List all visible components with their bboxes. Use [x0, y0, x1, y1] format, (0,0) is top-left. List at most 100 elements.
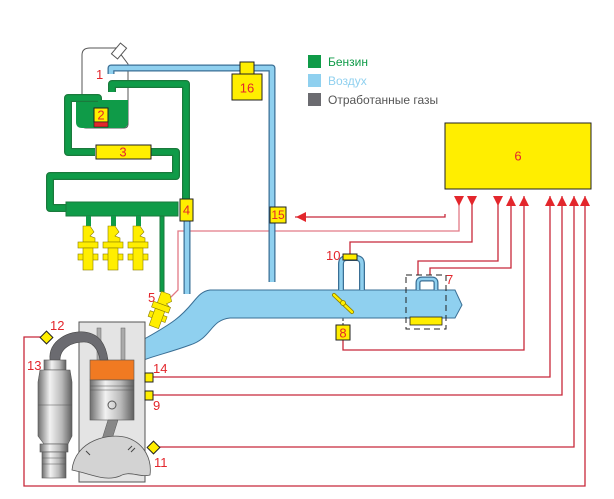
legend-label-fuel: Бензин	[328, 55, 368, 69]
label-5: 5	[148, 290, 155, 305]
sensor-12-body	[39, 330, 54, 345]
sensor-7-frame	[405, 274, 447, 330]
injector-1-body	[82, 247, 94, 271]
idle-valve-10: 10	[326, 248, 358, 263]
injector-2-ring1	[102, 241, 124, 249]
arrow-down-3	[493, 196, 503, 206]
label-1: 1	[96, 67, 103, 82]
pump-base	[93, 121, 109, 128]
label-10: 10	[326, 248, 340, 263]
cat-neck	[43, 359, 67, 371]
arrow-to-15	[296, 212, 306, 222]
fuel-pump-2: 2	[93, 107, 109, 128]
arrow-up-6	[580, 196, 590, 206]
sensor-11: 11	[146, 440, 168, 470]
arrow-down-1	[454, 196, 464, 206]
rail-stub-2	[111, 216, 116, 226]
fuel-return-line	[109, 81, 189, 200]
engine	[71, 321, 151, 483]
canister-16-top	[239, 61, 255, 75]
injector-3-ring1	[127, 241, 149, 249]
valve-15: 15	[269, 206, 287, 224]
idle-valve-body	[342, 253, 358, 261]
ecu-6: 6	[444, 122, 592, 190]
label-11: 11	[154, 455, 168, 470]
label-2: 2	[97, 108, 104, 123]
injector-3	[127, 225, 149, 271]
wire-ecu-to-15	[295, 214, 446, 218]
exhaust-manifold	[49, 331, 109, 361]
legend-item-fuel: Бензин	[308, 55, 368, 69]
legend: Бензин Воздух Отработанные газы	[308, 55, 438, 107]
legend-swatch-air	[308, 74, 321, 87]
throttle-pivot	[340, 300, 346, 306]
arrow-up-1	[506, 196, 516, 206]
tank-cap	[110, 42, 128, 60]
injector-2-top	[107, 225, 121, 243]
rail-body	[65, 201, 179, 217]
pressure-regulator-4: 4	[179, 198, 194, 222]
crankcase-mark-1	[85, 450, 91, 456]
sensor-9-body	[144, 390, 154, 401]
sensor-12: 12	[39, 318, 64, 345]
wire-8-to-ecu	[342, 196, 525, 351]
sensor-7: 7	[405, 272, 453, 330]
injector-5: 5	[147, 290, 172, 330]
sensor-14: 14	[144, 361, 167, 383]
canister-16-body	[231, 73, 263, 101]
throttle-sensor-8: 8	[335, 324, 351, 341]
wire-9-to-ecu	[152, 196, 563, 396]
label-6: 6	[514, 149, 521, 164]
label-14: 14	[153, 361, 167, 376]
crankcase-mark-3	[130, 447, 136, 453]
throttle-sensor-box	[335, 324, 351, 341]
injector-3-body	[132, 247, 144, 271]
sensor-11-body	[146, 440, 161, 455]
wire-ecu-to-10	[349, 196, 473, 256]
ecu-arrows	[454, 196, 590, 206]
label-3: 3	[119, 145, 126, 160]
label-8: 8	[339, 326, 346, 341]
maf-loop	[416, 277, 438, 290]
fuel-line-filter-to-rail-outer	[46, 148, 180, 212]
piston-pin	[107, 400, 117, 410]
legend-label-air: Воздух	[328, 74, 367, 88]
wire-12-to-ecu	[23, 196, 586, 487]
arrow-up-5	[569, 196, 579, 206]
injectors	[77, 225, 149, 271]
injector-2	[102, 225, 124, 271]
label-9: 9	[153, 398, 160, 413]
ecu-box	[444, 122, 592, 190]
regulator-box	[179, 198, 194, 222]
rail-stub-1	[86, 216, 91, 226]
label-15: 15	[271, 208, 285, 222]
exhaust-system	[37, 331, 109, 479]
injector-1	[77, 225, 99, 271]
label-12: 12	[50, 318, 64, 333]
canister-16: 16	[231, 61, 263, 101]
bypass-loop-outer	[338, 255, 365, 290]
arrow-up-4	[557, 196, 567, 206]
piston-top	[89, 359, 135, 381]
catalytic-converter	[37, 369, 73, 445]
label-13: 13	[27, 358, 41, 373]
injector-1-top	[82, 225, 96, 243]
exhaust-flange	[39, 443, 69, 453]
legend-swatch-exhaust	[308, 93, 321, 106]
fuel-lines	[46, 80, 190, 292]
filter-box	[95, 144, 152, 160]
arrow-down-2	[467, 196, 477, 206]
wire-14-to-ecu	[152, 196, 551, 378]
fuel-rail	[65, 201, 179, 226]
injector-5-body	[148, 307, 166, 330]
legend-item-exhaust: Отработанные газы	[308, 93, 438, 107]
air-line-top	[108, 65, 275, 282]
arrow-up-2	[519, 196, 529, 206]
legend-item-air: Воздух	[308, 74, 367, 88]
injector-2-body	[107, 247, 119, 271]
wire-7b-to-ecu	[429, 196, 512, 275]
sensor-9: 9	[144, 390, 160, 413]
wire-ecu-to-7a	[417, 196, 499, 275]
fuel-line-filter-to-rail	[47, 149, 179, 211]
